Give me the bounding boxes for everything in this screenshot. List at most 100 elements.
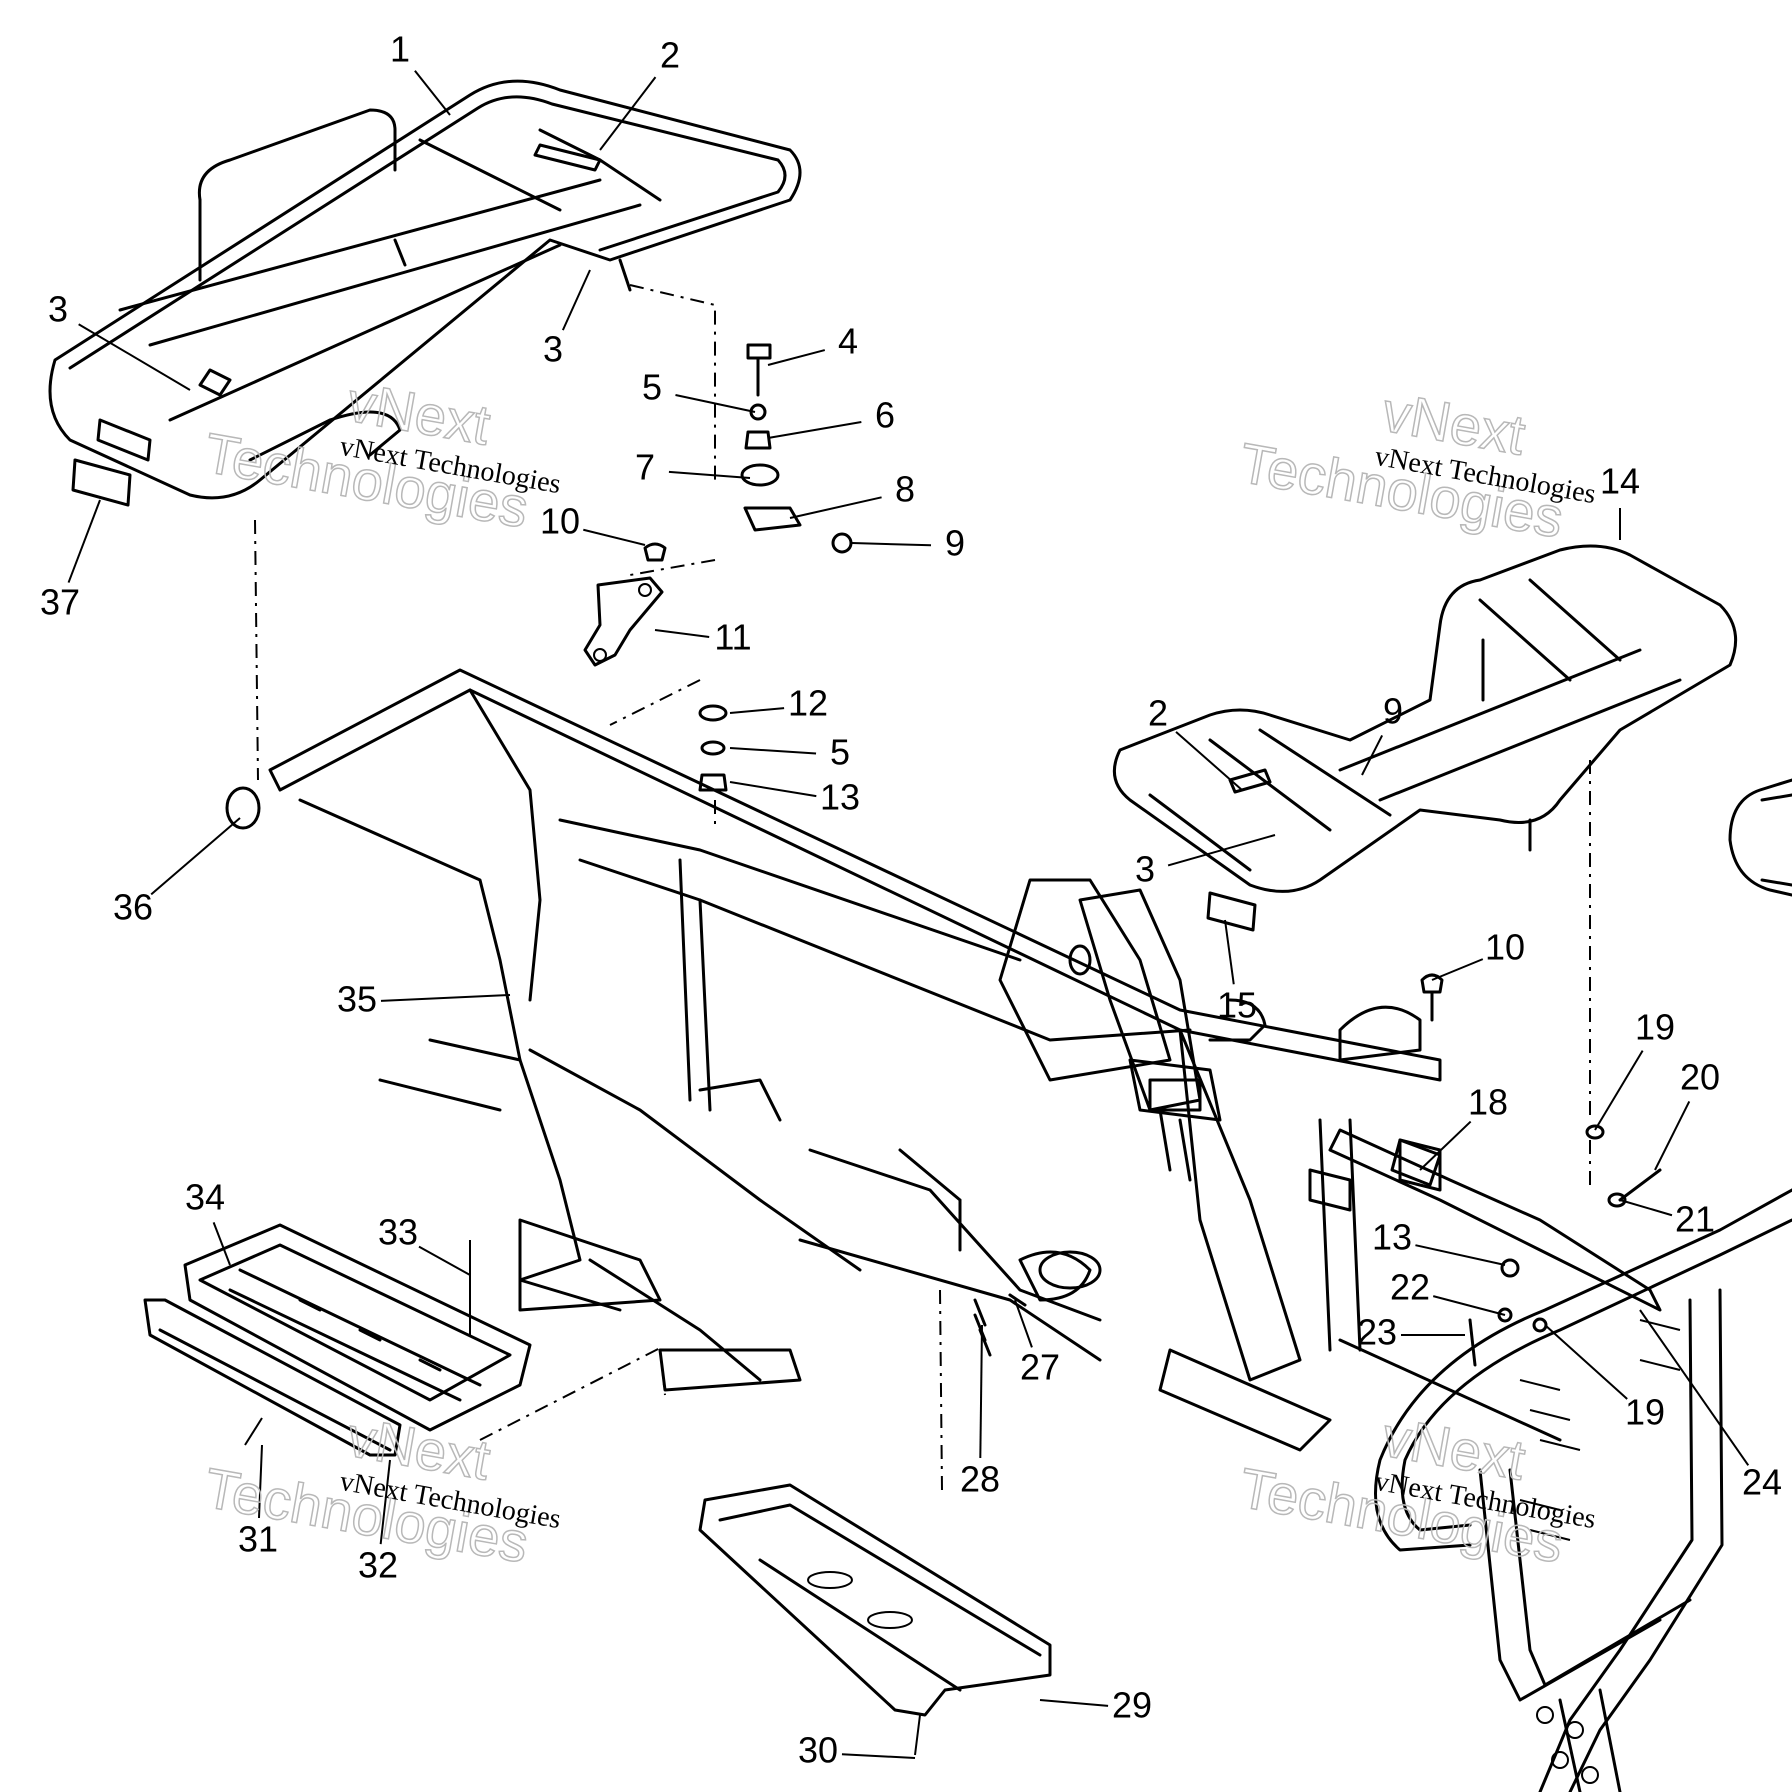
reflector-37 xyxy=(71,458,132,507)
callout-number: 31 xyxy=(238,1519,278,1560)
leader-line xyxy=(78,323,191,391)
callout-number: 3 xyxy=(48,289,68,330)
callout-number: 8 xyxy=(895,469,915,510)
callout-number: 27 xyxy=(1020,1347,1060,1388)
callout-number: 35 xyxy=(337,979,377,1020)
callout-number: 15 xyxy=(1217,985,1257,1026)
rack-support-bracket xyxy=(583,542,667,667)
callout-number: 13 xyxy=(1372,1217,1412,1258)
callout-number: 36 xyxy=(113,887,153,928)
callout-number: 9 xyxy=(1383,691,1403,732)
reflector-15 xyxy=(1206,891,1257,932)
leader-line xyxy=(1167,834,1276,867)
leader-line xyxy=(583,528,646,546)
leader-line xyxy=(729,747,817,755)
leader-line xyxy=(654,629,710,638)
leader-line xyxy=(1432,1295,1506,1316)
callout-number: 2 xyxy=(660,35,680,76)
leader-line xyxy=(729,707,785,714)
callout-number: 5 xyxy=(642,367,662,408)
callout-number: 12 xyxy=(788,683,828,724)
callout-number: 2 xyxy=(1148,693,1168,734)
leader-line xyxy=(67,499,101,583)
callout-number: 37 xyxy=(40,582,80,623)
leader-line xyxy=(675,394,756,413)
main-frame xyxy=(268,668,1662,1452)
callout-number: 9 xyxy=(945,523,965,564)
leader-line xyxy=(841,1753,916,1759)
leader-line xyxy=(1039,1699,1109,1707)
callout-number: 4 xyxy=(838,321,858,362)
frame-plug-36 xyxy=(225,786,261,830)
callout-number: 23 xyxy=(1357,1312,1397,1353)
callout-number: 20 xyxy=(1680,1057,1720,1098)
callout-number: 5 xyxy=(830,732,850,773)
front-rack xyxy=(1112,544,1738,893)
rear-rack xyxy=(48,79,802,500)
leader-line xyxy=(1544,1324,1628,1400)
callout-number: 34 xyxy=(185,1177,225,1218)
leader-line xyxy=(1619,1199,1673,1217)
callout-number: 32 xyxy=(358,1545,398,1586)
washer-nut-stack xyxy=(698,704,728,792)
callout-number: 28 xyxy=(960,1459,1000,1500)
callout-number: 10 xyxy=(540,501,580,542)
leader-line xyxy=(1361,734,1384,776)
callout-number: 3 xyxy=(543,329,563,370)
callout-number: 18 xyxy=(1468,1082,1508,1123)
callout-number: 19 xyxy=(1635,1007,1675,1048)
leader-line xyxy=(1014,1299,1033,1348)
front-bumper xyxy=(1374,1188,1792,1792)
leader-line xyxy=(668,470,751,479)
leader-line xyxy=(729,781,817,798)
front-fasteners xyxy=(973,973,1662,1367)
leader-line xyxy=(257,1444,263,1519)
callout-number: 7 xyxy=(635,447,655,488)
callout-number: 10 xyxy=(1485,927,1525,968)
callout-number: 13 xyxy=(820,777,860,818)
leader-line xyxy=(767,349,826,366)
callout-number: 11 xyxy=(714,617,751,658)
leader-line xyxy=(379,1459,391,1545)
leader-line xyxy=(767,421,862,439)
leader-line xyxy=(1654,1101,1691,1171)
callout-leaders xyxy=(67,70,1750,1759)
callout-number: 14 xyxy=(1600,461,1640,502)
callout-number: 22 xyxy=(1390,1267,1430,1308)
skid-plate xyxy=(698,1483,1052,1756)
leader-line xyxy=(599,76,657,151)
leader-line xyxy=(1224,919,1235,985)
leader-line xyxy=(150,817,241,896)
leader-line xyxy=(1175,731,1243,791)
footrest-assembly xyxy=(143,1223,532,1457)
leader-line xyxy=(212,1222,231,1266)
callout-number: 33 xyxy=(378,1212,418,1253)
callout-number: 21 xyxy=(1675,1199,1715,1240)
callout-number: 6 xyxy=(875,395,895,436)
callout-number: 24 xyxy=(1742,1462,1782,1503)
headlight-pod xyxy=(1728,778,1792,897)
callout-number: 19 xyxy=(1625,1392,1665,1433)
leader-line xyxy=(1419,1120,1472,1171)
leader-line xyxy=(414,70,451,116)
leader-line xyxy=(561,269,591,331)
leader-line xyxy=(1594,1050,1644,1131)
leader-line xyxy=(851,542,932,547)
leader-line xyxy=(1415,1244,1506,1266)
leader-line xyxy=(789,496,882,519)
callout-number: 29 xyxy=(1112,1685,1152,1726)
callout-number: 3 xyxy=(1135,849,1155,890)
rack-mount-hardware xyxy=(740,343,853,554)
leader-line xyxy=(1639,1309,1750,1466)
assembly-centerlines xyxy=(254,284,1591,1491)
callout-number: 1 xyxy=(390,29,410,70)
leader-line xyxy=(380,994,511,1002)
